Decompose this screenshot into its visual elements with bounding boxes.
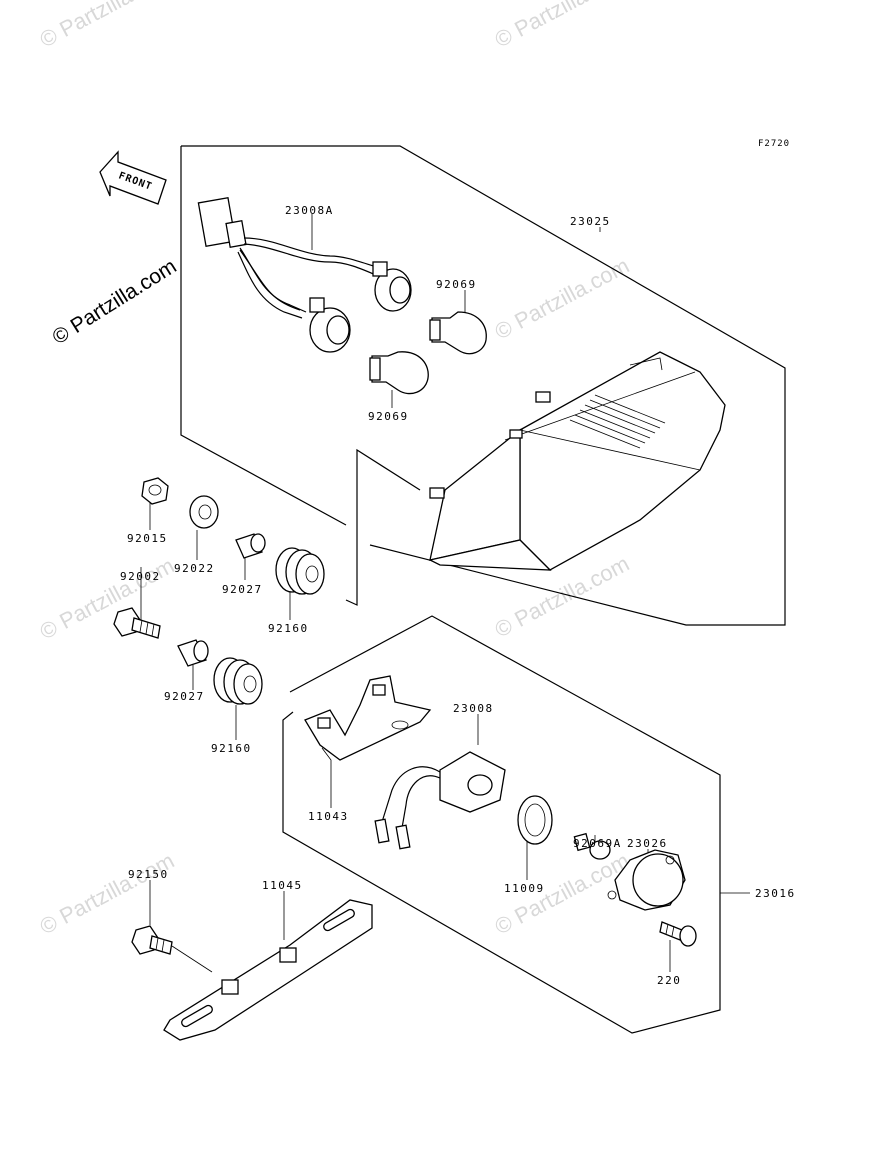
part-label: 92160	[268, 622, 309, 635]
part-label: 23016	[755, 887, 796, 900]
part-label: 23008A	[285, 204, 334, 217]
washer-icon	[189, 495, 219, 529]
license-bracket-icon	[163, 899, 373, 1041]
watermark-main: © Partzilla.com	[48, 255, 180, 349]
part-label: 92069	[368, 410, 409, 423]
nut-icon	[141, 477, 169, 505]
figure-code: F2720	[758, 139, 790, 149]
gasket-icon	[517, 795, 553, 845]
part-label: 11043	[308, 810, 349, 823]
bulb-icon	[369, 351, 429, 395]
part-label: 220	[657, 974, 681, 987]
bulb-icon	[573, 832, 611, 860]
watermark: © Partzilla.com	[491, 0, 634, 52]
grommet-icon	[275, 547, 325, 595]
bracket-icon	[304, 675, 432, 761]
part-label: 92069	[436, 278, 477, 291]
part-label: 92160	[211, 742, 252, 755]
collar-icon	[235, 533, 266, 559]
part-label: 92022	[174, 562, 215, 575]
part-label: 23025	[570, 215, 611, 228]
screw-icon	[659, 921, 697, 947]
part-label: 92069A	[573, 837, 622, 850]
part-label: 11009	[504, 882, 545, 895]
watermark: © Partzilla.com	[36, 848, 179, 940]
grommet-icon	[213, 657, 263, 705]
tail-lamp-housing	[428, 351, 726, 571]
part-label: 23026	[627, 837, 668, 850]
bulb-icon	[429, 311, 487, 355]
lens-cover-icon	[607, 849, 686, 911]
part-label: 92027	[164, 690, 205, 703]
license-light-assembly-outline	[282, 615, 721, 1034]
part-label: 92150	[128, 868, 169, 881]
part-label: 11045	[262, 879, 303, 892]
collar-icon	[177, 639, 209, 667]
lamp-louvers	[569, 394, 666, 449]
part-label: 92002	[120, 570, 161, 583]
bolt-icon	[131, 925, 173, 955]
watermark: © Partzilla.com	[491, 253, 634, 345]
part-label: 23008	[453, 702, 494, 715]
part-labels: 23008A 23025 92069 92069 92015 92022 920…	[120, 204, 796, 987]
socket-icon	[374, 751, 506, 850]
part-label: 92027	[222, 583, 263, 596]
tail-light-assembly-outline	[180, 145, 786, 626]
wiring-harness	[197, 196, 412, 353]
bolt-icon	[113, 607, 161, 639]
part-label: 92015	[127, 532, 168, 545]
front-arrow-icon: FRONT	[99, 150, 167, 205]
watermark: © Partzilla.com	[36, 0, 179, 52]
